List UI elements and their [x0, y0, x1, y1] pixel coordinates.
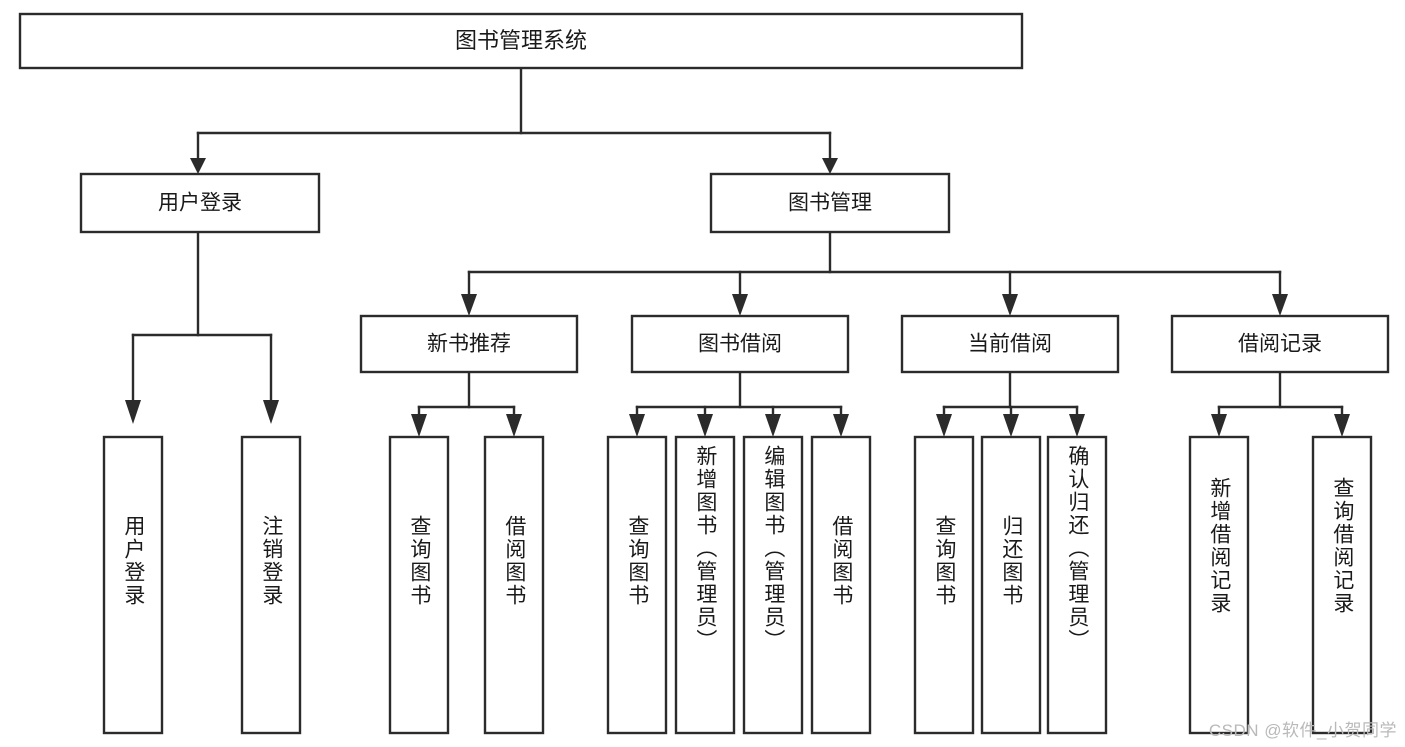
node-user-login-box[interactable]: [79, 172, 321, 234]
node-book-borrow-label: 图书借阅: [698, 333, 782, 356]
node-leaf-add-book-box[interactable]: [674, 435, 736, 735]
node-leaf-query-book-1-box[interactable]: [388, 435, 450, 735]
node-root-box[interactable]: [18, 12, 1024, 70]
node-leaf-confirm-return-box[interactable]: [1046, 435, 1108, 735]
connector-group: [125, 66, 1350, 437]
arrow-head-leaf-query-book-3: [936, 414, 952, 437]
node-new-book-recommend-label: 新书推荐: [427, 333, 511, 356]
arrow-head-book-manage: [822, 158, 838, 174]
node-leaf-borrow-book-2-box[interactable]: [810, 435, 872, 735]
arrow-head-leaf-query-record: [1334, 414, 1350, 437]
node-borrow-record-label: 借阅记录: [1238, 333, 1322, 356]
node-user-login[interactable]: 用户登录: [79, 172, 321, 234]
node-leaf-query-book-3-box[interactable]: [913, 435, 975, 735]
node-book-manage-box[interactable]: [709, 172, 951, 234]
node-book-manage[interactable]: 图书管理: [709, 172, 951, 234]
node-leaf-query-record-box[interactable]: [1311, 435, 1373, 735]
node-current-borrow-box[interactable]: [900, 314, 1120, 374]
node-leaf-user-login-box[interactable]: [102, 435, 164, 735]
arrow-head-new-book-recommend: [461, 294, 477, 316]
arrow-head-leaf-borrow-book-2: [833, 414, 849, 437]
arrow-head-current-borrow: [1002, 294, 1018, 316]
arrow-head-book-borrow: [732, 294, 748, 316]
arrow-head-borrow-record: [1272, 294, 1288, 316]
node-book-manage-label: 图书管理: [788, 192, 872, 215]
node-leaf-query-book-2-box[interactable]: [606, 435, 668, 735]
node-current-borrow[interactable]: 当前借阅: [900, 314, 1120, 374]
arrow-head-leaf-query-book-1: [411, 414, 427, 437]
arrow-head-leaf-user-login: [125, 400, 141, 424]
node-leaf-return-book-box[interactable]: [980, 435, 1042, 735]
node-current-borrow-label: 当前借阅: [968, 333, 1052, 356]
arrow-head-leaf-add-record: [1211, 414, 1227, 437]
node-root[interactable]: 图书管理系统: [18, 12, 1024, 70]
leaf-box-group: [102, 435, 1373, 735]
node-root-label: 图书管理系统: [455, 28, 587, 53]
node-leaf-borrow-book-1-box[interactable]: [483, 435, 545, 735]
arrow-head-leaf-add-book: [697, 414, 713, 437]
arrow-head-leaf-return-book: [1003, 414, 1019, 437]
node-borrow-record-box[interactable]: [1170, 314, 1390, 374]
node-leaf-add-record-box[interactable]: [1188, 435, 1250, 735]
node-book-borrow-box[interactable]: [630, 314, 850, 374]
node-new-book-recommend[interactable]: 新书推荐: [359, 314, 579, 374]
arrow-head-user-login: [190, 158, 206, 174]
node-borrow-record[interactable]: 借阅记录: [1170, 314, 1390, 374]
arrow-head-leaf-borrow-book-1: [506, 414, 522, 437]
csdn-watermark: CSDN @软件_小贺同学: [1208, 721, 1397, 740]
node-leaf-logout-login-box[interactable]: [240, 435, 302, 735]
arrow-head-leaf-confirm-return: [1069, 414, 1085, 437]
node-book-borrow[interactable]: 图书借阅: [630, 314, 850, 374]
node-new-book-recommend-box[interactable]: [359, 314, 579, 374]
arrow-head-leaf-logout-login: [263, 400, 279, 424]
arrow-head-leaf-edit-book: [765, 414, 781, 437]
arrow-head-leaf-query-book-2: [629, 414, 645, 437]
node-leaf-edit-book-box[interactable]: [742, 435, 804, 735]
node-user-login-label: 用户登录: [158, 192, 242, 215]
